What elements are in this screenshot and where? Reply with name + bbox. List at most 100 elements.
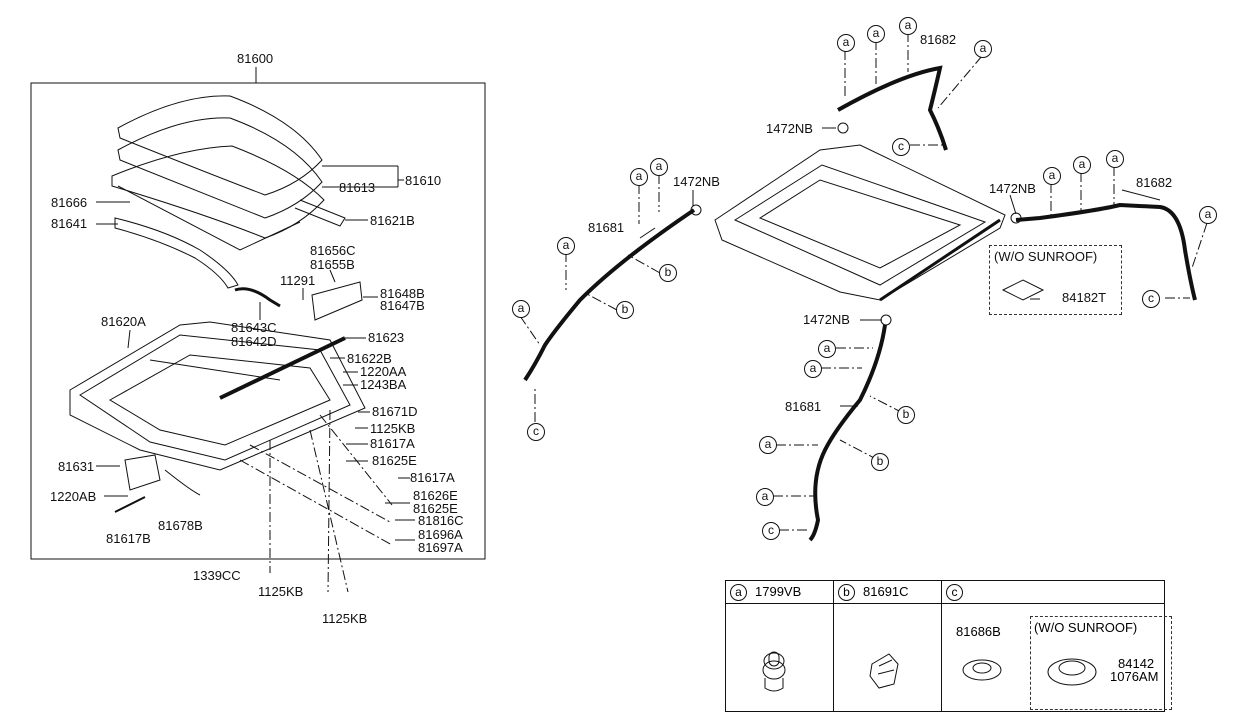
- callout-a: a: [974, 40, 992, 58]
- label-81625e: 81625E: [372, 453, 417, 468]
- label-81642d: 81642D: [231, 334, 277, 349]
- callout-c: c: [892, 138, 910, 156]
- clip-1799vb-icon: [762, 651, 786, 692]
- callout-a: a: [1043, 167, 1061, 185]
- plate-diamond: [1001, 279, 1045, 301]
- callout-a: a: [1199, 206, 1217, 224]
- label-81656c: 81656C: [310, 243, 356, 258]
- legend-1076am: 1076AM: [1110, 669, 1159, 684]
- callout-a: a: [512, 300, 530, 318]
- label-1472nb-right: 1472NB: [989, 181, 1036, 196]
- callout-a: a: [1106, 150, 1124, 168]
- hose-top-81682: [837, 65, 948, 151]
- callout-b: b: [616, 301, 634, 319]
- callout-c: c: [762, 522, 780, 540]
- label-81697a: 81697A: [418, 540, 463, 555]
- callout-a: a: [867, 25, 885, 43]
- callout-c: c: [1142, 290, 1160, 308]
- label-81648b: 81648B: [380, 286, 425, 301]
- label-81641: 81641: [51, 216, 88, 231]
- callout-a: a: [804, 360, 822, 378]
- label-1243ba: 1243BA: [360, 377, 407, 392]
- callout-b: b: [871, 453, 889, 471]
- label-1472nb-left: 1472NB: [673, 174, 720, 189]
- label-81655b: 81655B: [310, 257, 355, 272]
- label-81617b: 81617B: [106, 531, 151, 546]
- legend-head-c: c: [941, 580, 1165, 604]
- legend-callout-b: b: [838, 583, 855, 601]
- label-84182t: 84182T: [1062, 290, 1107, 305]
- weatherstrip-part: [114, 217, 239, 289]
- hose-left-81681: [523, 208, 696, 382]
- label-81647b: 81647B: [380, 298, 425, 313]
- callout-b: b: [897, 406, 915, 424]
- callout-a: a: [837, 34, 855, 52]
- legend-callout-a: a: [730, 583, 747, 601]
- legend-81686b: 81686B: [956, 624, 1001, 639]
- callout-c: c: [527, 423, 545, 441]
- callout-a: a: [557, 237, 575, 255]
- callout-a: a: [818, 340, 836, 358]
- label-1125kb-b: 1125KB: [258, 584, 304, 599]
- sunroof-glass: [117, 95, 323, 196]
- legend-code-81691c: 81691C: [863, 583, 909, 599]
- label-81610: 81610: [405, 173, 442, 188]
- label-81620a: 81620A: [101, 314, 146, 329]
- label-81681-bottom: 81681: [785, 399, 822, 414]
- label-81643c: 81643C: [231, 320, 277, 335]
- label-81626e: 81626E: [413, 488, 458, 503]
- label-81681-left: 81681: [588, 220, 625, 235]
- label-81622b: 81622B: [347, 351, 392, 366]
- label-1472nb-bottom: 1472NB: [803, 312, 850, 327]
- hose-bottom-81681: [808, 324, 887, 542]
- label-81617a-b: 81617A: [410, 470, 455, 485]
- label-1125kb-a: 1125KB: [370, 421, 416, 436]
- label-81625e-b: 81625E: [413, 501, 458, 516]
- callout-a: a: [1073, 156, 1091, 174]
- legend-wo-label: (W/O SUNROOF): [1034, 620, 1138, 635]
- label-81623: 81623: [368, 330, 405, 345]
- label-81600: 81600: [237, 51, 274, 66]
- wo-sunroof-label: (W/O SUNROOF): [994, 249, 1098, 264]
- label-1339cc: 1339CC: [193, 568, 241, 583]
- clip-81691c-icon: [869, 653, 899, 689]
- legend-table: a 1799VB b 81691C c 81686B: [725, 580, 1172, 712]
- label-1472nb-top: 1472NB: [766, 121, 813, 136]
- legend-code-1799vb: 1799VB: [755, 583, 802, 599]
- label-1220aa: 1220AA: [360, 364, 407, 379]
- legend-cell-c: 81686B (W/O SUNROOF) 84142 1076AM: [941, 603, 1172, 712]
- sunroof-frame: [69, 321, 366, 471]
- label-81671d: 81671D: [372, 404, 418, 419]
- label-81621b: 81621B: [370, 213, 415, 228]
- legend-head-b: b 81691C: [833, 580, 942, 604]
- label-81816c: 81816C: [418, 513, 464, 528]
- legend-head-a: a 1799VB: [725, 580, 834, 604]
- legend-84142: 84142: [1118, 656, 1155, 671]
- label-11291: 11291: [280, 273, 316, 288]
- hose-right-81682: [1015, 202, 1197, 301]
- callout-a: a: [756, 488, 774, 506]
- callout-a: a: [899, 17, 917, 35]
- legend-cell-a: [725, 603, 834, 712]
- wo-sunroof-box: [989, 245, 1122, 315]
- label-1220ab: 1220AB: [50, 489, 97, 504]
- label-81682-top: 81682: [920, 32, 957, 47]
- label-81631: 81631: [58, 459, 95, 474]
- label-1125kb-c: 1125KB: [322, 611, 368, 626]
- legend-callout-c: c: [946, 583, 963, 601]
- callout-a: a: [650, 158, 668, 176]
- callout-a: a: [630, 168, 648, 186]
- legend-cell-b: [833, 603, 942, 712]
- label-81696a: 81696A: [418, 527, 463, 542]
- label-81678b: 81678B: [158, 518, 203, 533]
- assembly-frame-box: [30, 82, 486, 560]
- center-sunroof-frame: [714, 144, 1006, 301]
- callout-a: a: [759, 436, 777, 454]
- plug-84142-icon: [1047, 658, 1097, 686]
- callout-b: b: [659, 264, 677, 282]
- grommet-81686b-icon: [962, 659, 1002, 681]
- label-81682-right: 81682: [1136, 175, 1173, 190]
- label-81666: 81666: [51, 195, 88, 210]
- label-81617a-a: 81617A: [370, 436, 415, 451]
